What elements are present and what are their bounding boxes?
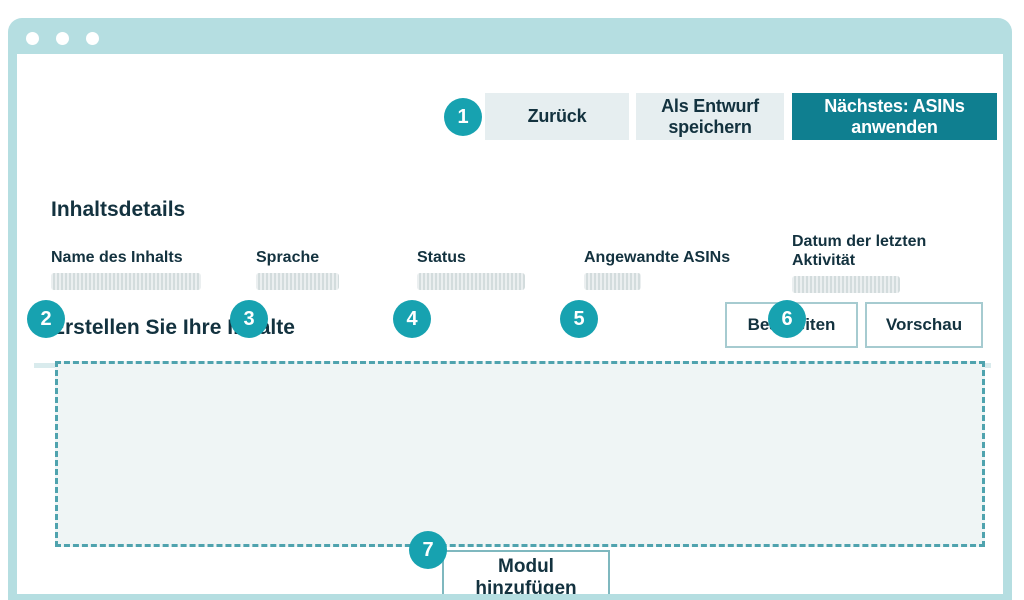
back-button[interactable]: Zurück — [485, 93, 629, 140]
step-badge-6: 6 — [768, 300, 806, 338]
field-last-activity-date: Datum der letzten Aktivität — [792, 232, 972, 294]
field-value-applied-asins-placeholder — [584, 273, 641, 291]
field-applied-asins: Angewandte ASINs — [584, 248, 759, 291]
field-label-last-activity-date: Datum der letzten Aktivität — [792, 233, 927, 270]
save-as-draft-button[interactable]: Als Entwurf speichern — [636, 93, 784, 140]
field-value-content-name-placeholder — [51, 273, 201, 291]
window-dot-maximize-icon[interactable] — [86, 32, 99, 45]
field-label-language: Sprache — [256, 249, 320, 266]
step-badge-4: 4 — [393, 300, 431, 338]
field-value-language-placeholder — [256, 273, 339, 291]
step-badge-2: 2 — [27, 300, 65, 338]
field-value-status-placeholder — [417, 273, 525, 291]
step-badge-1: 1 — [444, 98, 482, 136]
field-label-status: Status — [417, 249, 466, 266]
window-dot-close-icon[interactable] — [26, 32, 39, 45]
window-content-area: 1 Zurück Als Entwurf speichern Nächstes:… — [17, 54, 1003, 594]
field-label-content-name: Name des Inhalts — [51, 249, 183, 266]
field-status: Status — [417, 248, 527, 291]
step-badge-5: 5 — [560, 300, 598, 338]
top-action-bar: 1 Zurück Als Entwurf speichern Nächstes:… — [17, 54, 1003, 140]
field-language: Sprache — [256, 248, 346, 291]
field-content-name: Name des Inhalts — [51, 248, 211, 291]
next-apply-asins-button[interactable]: Nächstes: ASINs anwenden — [792, 93, 997, 140]
step-badge-7: 7 — [409, 531, 447, 569]
preview-button[interactable]: Vorschau — [865, 302, 983, 348]
field-label-applied-asins: Angewandte ASINs — [584, 249, 731, 266]
field-value-last-activity-date-placeholder — [792, 276, 900, 294]
window-dot-minimize-icon[interactable] — [56, 32, 69, 45]
module-dropzone-area[interactable] — [55, 361, 985, 547]
step-badge-3: 3 — [230, 300, 268, 338]
content-details-section: Inhaltsdetails Name des Inhalts Sprache … — [17, 136, 1003, 368]
add-module-button[interactable]: Modul hinzufügen — [442, 550, 610, 594]
window-titlebar — [8, 18, 1012, 54]
content-details-title: Inhaltsdetails — [51, 198, 186, 221]
browser-window-frame: 1 Zurück Als Entwurf speichern Nächstes:… — [8, 18, 1012, 600]
